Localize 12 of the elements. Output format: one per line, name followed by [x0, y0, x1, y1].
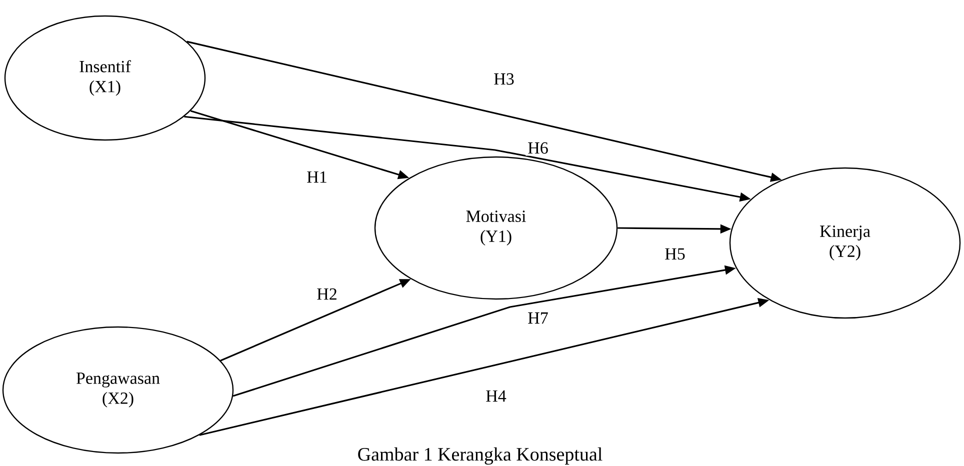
edge-label: H3 — [492, 71, 516, 87]
edge-label: H4 — [484, 388, 508, 404]
edge-label: H6 — [526, 140, 550, 156]
edge-label: H7 — [526, 310, 550, 326]
ellipse-node: Kinerja (Y2) — [729, 167, 961, 319]
ellipse-node: Insentif (X1) — [4, 15, 206, 141]
edge-label: H5 — [662, 246, 688, 262]
edge-label: H2 — [314, 286, 340, 302]
caption: Gambar 1 Kerangka Konseptual — [356, 446, 604, 466]
ellipse-node: Pengawasan (X2) — [2, 326, 234, 454]
edge-label: H1 — [304, 169, 330, 185]
ellipse-node: Motivasi (Y1) — [374, 156, 618, 300]
